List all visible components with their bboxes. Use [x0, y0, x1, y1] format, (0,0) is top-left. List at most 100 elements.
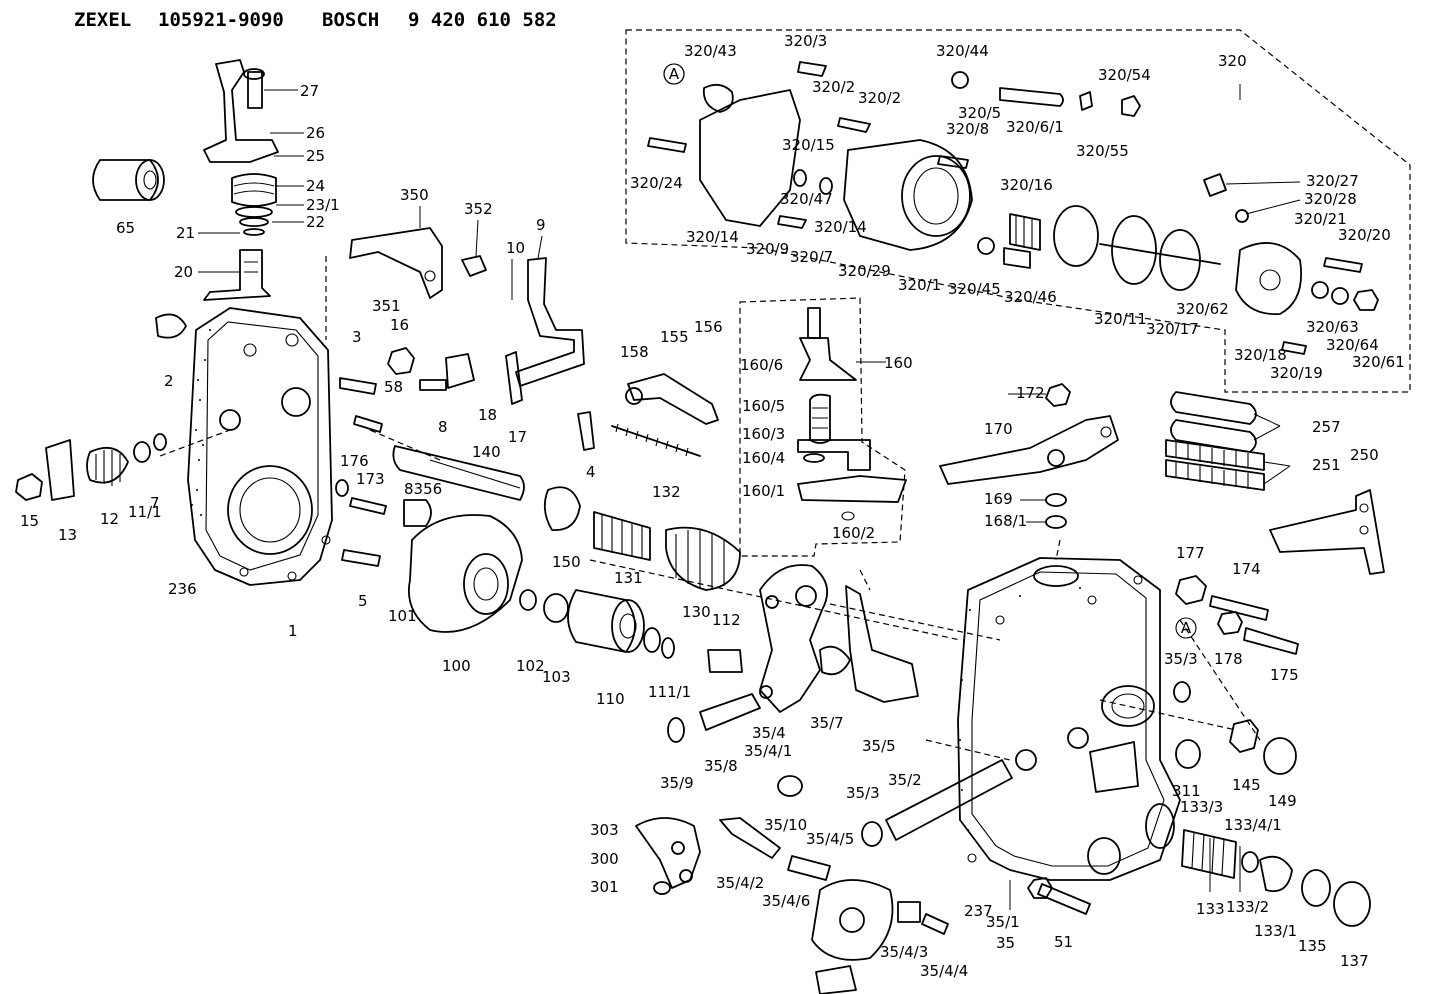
label-4: 4	[586, 463, 596, 481]
label-133-4-1: 133/4/1	[1224, 816, 1282, 834]
label-65: 65	[116, 219, 135, 237]
label-131: 131	[614, 569, 643, 587]
label-2: 2	[164, 372, 174, 390]
label-320-17: 320/17	[1146, 320, 1199, 338]
label-170: 170	[984, 420, 1013, 438]
label-352: 352	[464, 200, 493, 218]
label-133-1: 133/1	[1254, 922, 1297, 940]
label-35-9: 35/9	[660, 774, 694, 792]
label-320-2-a: 320/2	[812, 78, 855, 96]
label-320-29: 320/29	[838, 262, 891, 280]
tensioning-lever	[667, 564, 919, 797]
flyweight-carrier	[408, 514, 523, 633]
label-17: 17	[508, 428, 527, 446]
label-320-54: 320/54	[1098, 66, 1151, 84]
label-320: 320	[1218, 52, 1247, 70]
label-320-18: 320/18	[1234, 346, 1287, 364]
labels-governor: 27 26 25 24 23/1 22 21 20 65 350 352 351…	[20, 82, 741, 708]
labels-lever-160: 160/6 160 160/5 160/3 160/4 160/1 160/2	[740, 354, 913, 542]
label-160-6: 160/6	[740, 356, 783, 374]
label-8356: 8356	[404, 480, 442, 498]
label-257: 257	[1312, 418, 1341, 436]
label-320-46: 320/46	[1004, 288, 1057, 306]
leader-lines	[198, 84, 1301, 910]
label-100: 100	[442, 657, 471, 675]
label-176: 176	[340, 452, 369, 470]
label-160-5: 160/5	[742, 397, 785, 415]
label-177: 177	[1176, 544, 1205, 562]
label-130: 130	[682, 603, 711, 621]
assembly-160-outline	[739, 297, 906, 557]
label-35-3-a: 35/3	[846, 784, 880, 802]
label-5: 5	[358, 592, 368, 610]
label-13: 13	[58, 526, 77, 544]
assembly-320-sketch	[647, 61, 1379, 355]
label-35-1: 35/1	[986, 913, 1020, 931]
label-132: 132	[652, 483, 681, 501]
lever-stack	[203, 59, 279, 301]
bolt-51	[1027, 877, 1091, 915]
label-300: 300	[590, 850, 619, 868]
zexel-part-number: 105921-9090	[158, 9, 284, 31]
labels-lever-35: 35/4 35/4/1 35/7 35/5 35/8 35/9 35/10 35…	[590, 714, 968, 980]
label-350: 350	[400, 186, 429, 204]
label-12: 12	[100, 510, 119, 528]
label-320-14-a: 320/14	[686, 228, 739, 246]
label-27: 27	[300, 82, 319, 100]
label-320-11: 320/11	[1094, 310, 1147, 328]
plug-group	[1181, 829, 1371, 927]
label-35-4-3: 35/4/3	[880, 943, 928, 961]
housing-stipple	[191, 329, 211, 516]
label-320-63: 320/63	[1306, 318, 1359, 336]
label-7: 7	[150, 494, 160, 512]
label-25: 25	[306, 147, 325, 165]
label-35: 35	[996, 934, 1015, 952]
label-35-4-6: 35/4/6	[762, 892, 810, 910]
label-251: 251	[1312, 456, 1341, 474]
label-160-2: 160/2	[832, 524, 875, 542]
label-320-14-b: 320/14	[814, 218, 867, 236]
pin-group	[861, 759, 1013, 847]
label-320-47: 320/47	[780, 190, 833, 208]
label-320-43: 320/43	[684, 42, 737, 60]
label-173: 173	[356, 470, 385, 488]
label-24: 24	[306, 177, 325, 195]
label-22: 22	[306, 213, 325, 231]
label-320-6-1: 320/6/1	[1006, 118, 1064, 136]
label-320-64: 320/64	[1326, 336, 1379, 354]
label-102: 102	[516, 657, 545, 675]
left-spring-group	[15, 433, 167, 501]
label-133-2: 133/2	[1226, 898, 1269, 916]
label-21: 21	[176, 224, 195, 242]
label-35-8: 35/8	[704, 757, 738, 775]
label-168-1: 168/1	[984, 512, 1027, 530]
label-320-21: 320/21	[1294, 210, 1347, 228]
part-sketches	[15, 59, 1385, 994]
label-320-28: 320/28	[1304, 190, 1357, 208]
label-303: 303	[590, 821, 619, 839]
label-160-3: 160/3	[742, 425, 785, 443]
label-58: 58	[384, 378, 403, 396]
label-155: 155	[660, 328, 689, 346]
label-250: 250	[1350, 446, 1379, 464]
label-156: 156	[694, 318, 723, 336]
label-320-1: 320/1	[898, 276, 941, 294]
pump-housing	[957, 557, 1181, 881]
label-133: 133	[1196, 900, 1225, 918]
label-236: 236	[168, 580, 197, 598]
label-301: 301	[590, 878, 619, 896]
label-320-20: 320/20	[1338, 226, 1391, 244]
label-35-4-2: 35/4/2	[716, 874, 764, 892]
label-320-55: 320/55	[1076, 142, 1129, 160]
label-178: 178	[1214, 650, 1243, 668]
label-160-4: 160/4	[742, 449, 785, 467]
label-15: 15	[20, 512, 39, 530]
brand-zexel: ZEXEL	[74, 9, 131, 31]
labels-assembly-320: A 320/43 320/3 320/2 320/2 320/44 320/5 …	[630, 32, 1405, 382]
bushing-group	[519, 589, 675, 659]
axis-lines	[159, 256, 1261, 761]
governor-housing	[187, 307, 333, 586]
label-145: 145	[1232, 776, 1261, 794]
lever-170-group	[939, 383, 1119, 529]
